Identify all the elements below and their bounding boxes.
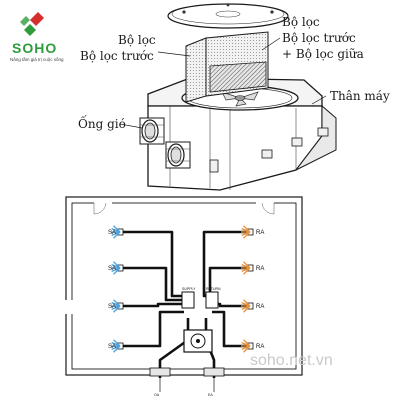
label-duct: Ống gió [78,117,126,131]
svg-text:SUPPLY: SUPPLY [182,287,196,291]
label-body: Thân máy [330,89,390,103]
duct-port-right [165,141,191,169]
return-label-2: RA [256,266,264,272]
logo-tagline: Nâng tầm giá trị cuộc sống [10,57,64,62]
supply-label-4: SA [108,344,116,350]
svg-text:RETURN: RETURN [206,287,221,291]
return-label-3: RA [256,304,264,310]
watermark-text: soho.net.vn [250,352,333,369]
return-label-4: RA [256,344,264,350]
floor-plan: SUPPLY RETURN OA EA SA SA SA SA RA RA RA RA [63,196,303,397]
label-filter-right-2: Bộ lọc trước [282,31,356,45]
supply-airflow-icon-1 [111,225,121,239]
filter-left-panel [185,37,207,103]
svg-text:OA: OA [154,393,160,397]
return-airflow-icon-3 [241,299,251,313]
return-label-1: RA [256,230,264,236]
return-airflow-icon-2 [241,261,251,275]
return-airflow-icon-1 [241,225,251,239]
filter-right-panel [205,31,269,97]
plan-unit [183,329,213,353]
svg-text:EA: EA [208,393,213,397]
leader-lines [119,37,327,129]
logo-symbol [20,12,44,36]
supply-label-1: SA [108,230,116,236]
label-filter-left-1: Bộ lọc [118,33,156,47]
logo-wordmark: SOHO [12,40,58,56]
label-filter-right-3: + Bộ lọc giữa [282,47,364,61]
label-filter-left-2: Bộ lọc trước [80,49,154,63]
return-airflow-icon-4 [241,339,251,353]
unit-body [147,77,337,191]
label-filter-right-1: Bộ lọc [282,15,320,29]
supply-airflow-icon-3 [111,299,121,313]
supply-label-2: SA [108,266,116,272]
supply-airflow-icon-2 [111,261,121,275]
supply-airflow-icon-4 [111,339,121,353]
unit-lid [167,3,289,29]
supply-label-3: SA [108,304,116,310]
duct-port-left [139,117,165,145]
